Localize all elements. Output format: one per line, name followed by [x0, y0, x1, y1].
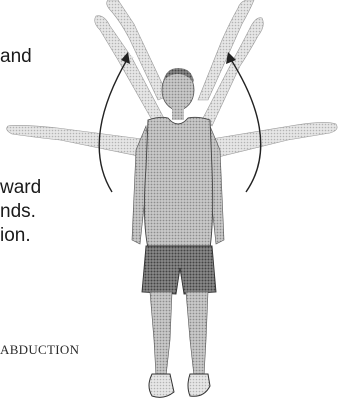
figure-caption: ABDUCTION [0, 342, 79, 358]
abduction-arc-arrow-left-icon [99, 58, 128, 192]
ghost-arm-right-horizontal [205, 122, 337, 160]
ghost-arm-left-horizontal [7, 125, 150, 158]
